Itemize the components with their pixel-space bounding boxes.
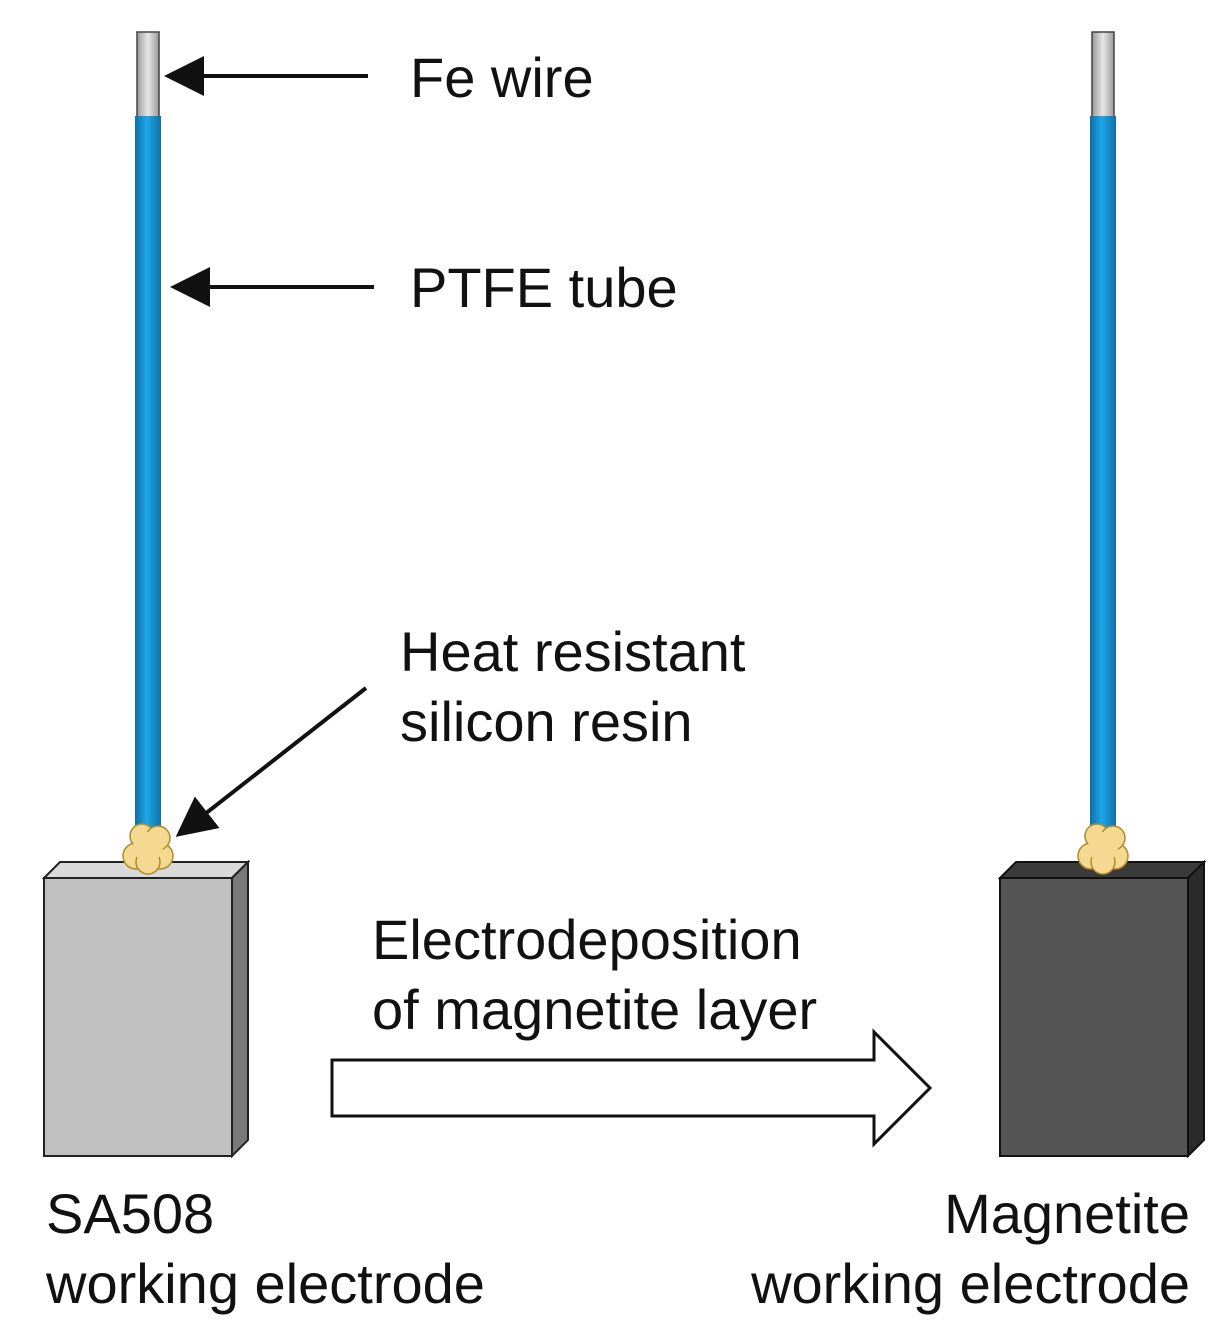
right-block-side xyxy=(1187,859,1205,1159)
fe-wire-label: Fe wire xyxy=(410,46,594,109)
right-fe-wire xyxy=(1091,31,1115,119)
sa508-electrode xyxy=(41,31,251,1159)
sa508-label-line2: working electrode xyxy=(46,1252,485,1315)
resin-label-line1: Heat resistant xyxy=(400,620,746,683)
process-label-line1: Electrodeposition xyxy=(372,908,802,971)
ptfe-tube-label: PTFE tube xyxy=(410,256,678,319)
right-ptfe-tube xyxy=(1090,116,1116,828)
right-block-front xyxy=(999,877,1189,1157)
left-fe-wire xyxy=(136,31,160,119)
magnetite-label-line2: working electrode xyxy=(751,1252,1190,1315)
left-block-front xyxy=(43,877,233,1157)
left-ptfe-tube xyxy=(135,116,161,828)
resin-label-line2: silicon resin xyxy=(400,690,693,753)
process-arrow xyxy=(330,1028,933,1148)
resin-arrow xyxy=(175,686,368,837)
left-block-side xyxy=(231,859,249,1159)
right-resin-blob xyxy=(1077,823,1129,875)
magnetite-electrode xyxy=(997,31,1207,1159)
sa508-label-line1: SA508 xyxy=(46,1182,215,1245)
left-resin-blob xyxy=(122,823,174,875)
process-label-line2: of magnetite layer xyxy=(372,978,818,1041)
magnetite-label-line1: Magnetite xyxy=(944,1182,1190,1245)
